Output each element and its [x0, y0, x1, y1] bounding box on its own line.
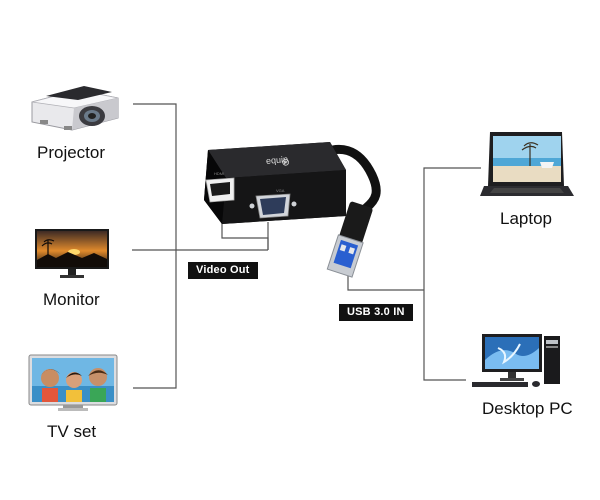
tv-icon	[28, 354, 118, 411]
tv-label: TV set	[47, 422, 97, 441]
projector-icon	[31, 86, 119, 131]
video-out-tag: Video Out	[188, 262, 258, 279]
right-bus-line	[423, 167, 481, 381]
monitor-icon	[35, 229, 109, 278]
laptop-label: Laptop	[500, 209, 552, 228]
adapter-vga-label: VGA	[276, 188, 285, 193]
desktop-pc-icon	[472, 334, 560, 387]
desktop-pc-label: Desktop PC	[482, 399, 573, 418]
laptop-icon	[480, 132, 574, 196]
projector-label: Projector	[37, 143, 106, 162]
adapter-hdmi-label: HDMI	[214, 171, 225, 176]
usb-adapter-icon: ⊛	[204, 142, 381, 278]
svg-text:⊛: ⊛	[281, 157, 291, 169]
monitor-label: Monitor	[43, 290, 100, 309]
usb-in-tag: USB 3.0 IN	[339, 304, 413, 321]
left-bus-line	[133, 103, 177, 389]
adapter-brand-label: equip	[265, 154, 289, 166]
